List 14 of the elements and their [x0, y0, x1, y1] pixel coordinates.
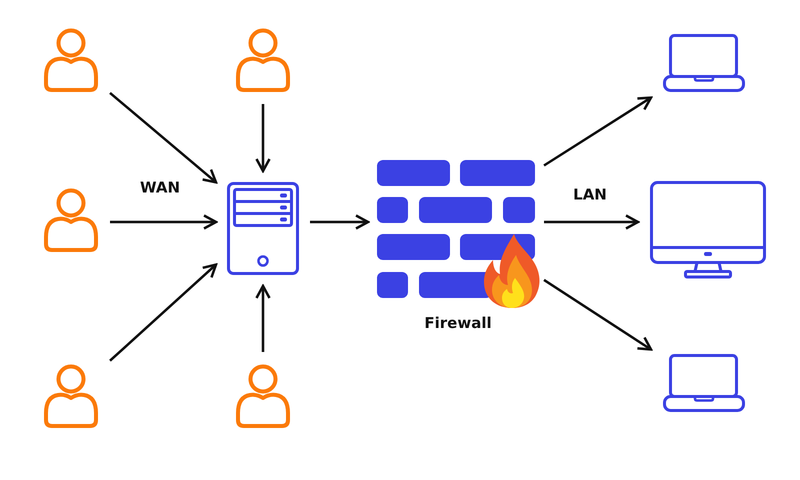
- arrow: [109, 263, 218, 362]
- arrow: [543, 96, 652, 167]
- arrow: [543, 278, 652, 351]
- arrow: [310, 214, 370, 230]
- monitor-icon: [647, 178, 769, 280]
- node-label: Firewall: [424, 316, 492, 331]
- arrow: [255, 284, 271, 352]
- arrow: [544, 214, 640, 230]
- arrow: [110, 214, 218, 230]
- arrow: [255, 104, 271, 172]
- arrow: [109, 92, 218, 184]
- server-icon: [225, 180, 301, 277]
- network-label: WAN: [140, 180, 180, 196]
- network-label: LAN: [573, 188, 607, 202]
